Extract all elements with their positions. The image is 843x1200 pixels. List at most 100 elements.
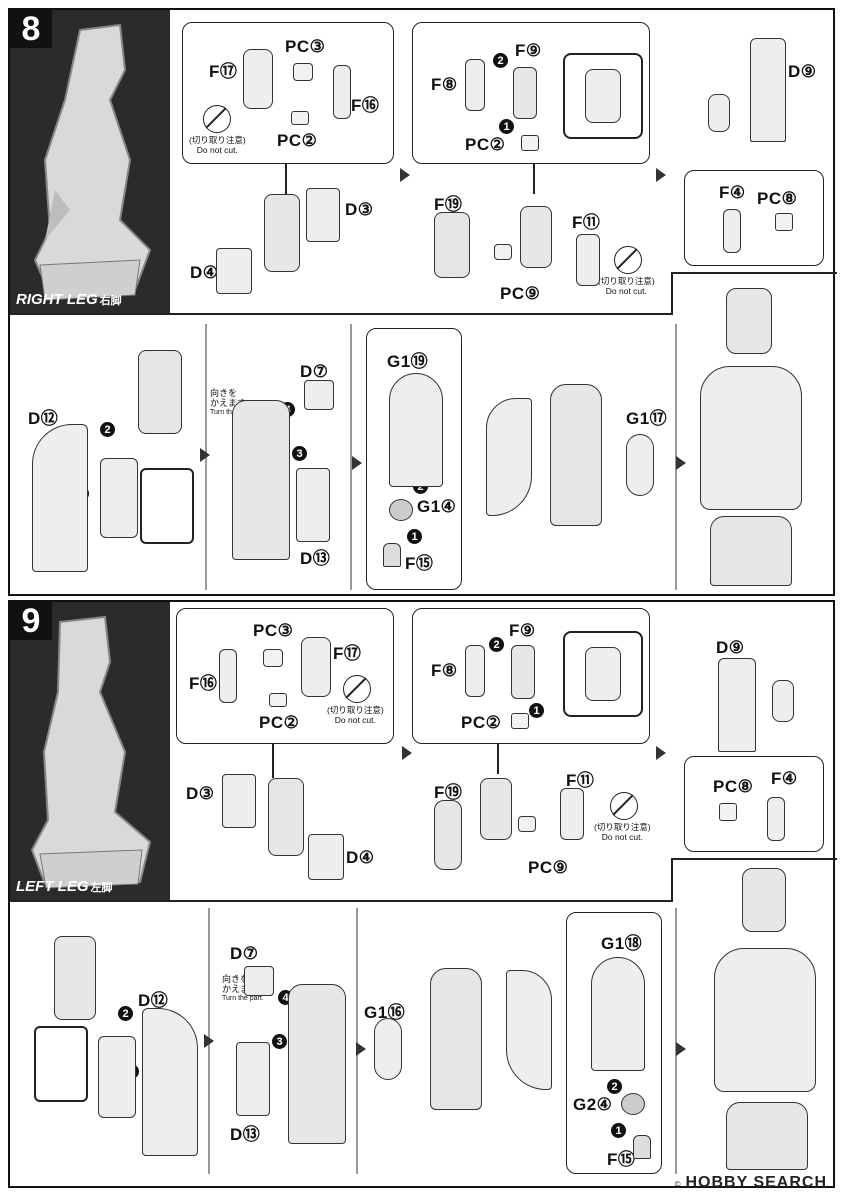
leg-label-ja: 左脚 — [90, 882, 113, 894]
part-label: F⑰ — [333, 644, 362, 663]
part-g24-shape — [621, 1093, 645, 1115]
part-label: G2④ — [573, 1095, 613, 1114]
no-cut-icon — [610, 792, 638, 820]
step-order-2: 2 — [607, 1079, 622, 1094]
flow-arrow-icon — [200, 448, 210, 462]
part-main-shape — [268, 778, 304, 856]
part-main-shape — [430, 968, 482, 1110]
part-label: G1⑰ — [626, 409, 668, 428]
step9-subassembly-panel-1: PC③ F⑰ F⑯ PC② (切り取り注意) Do not cut. — [176, 608, 394, 744]
step-order-1: 1 — [611, 1123, 626, 1138]
row-divider — [10, 900, 673, 902]
part-f9-shape — [513, 67, 537, 119]
part-f11-shape — [560, 788, 584, 840]
step9-subassembly-panel-2: F⑨ F⑧ PC② 2 1 — [412, 608, 650, 744]
part-f11-shape — [576, 234, 600, 286]
part-main-shape — [520, 206, 552, 268]
row-column-divider — [350, 324, 352, 590]
no-cut-note-ja: (切り取り注意) — [598, 276, 655, 286]
flow-arrow-icon — [402, 746, 412, 760]
part-pc3-shape — [293, 63, 313, 81]
detail-view-box — [140, 468, 194, 544]
part-main-shape — [264, 194, 300, 272]
detail-view-box — [563, 631, 643, 717]
part-joint-shape — [708, 94, 730, 132]
part-label: F⑯ — [351, 96, 380, 115]
part-label: F④ — [771, 769, 798, 788]
leg-label-ja: 右脚 — [99, 295, 122, 307]
part-label: F⑲ — [434, 195, 463, 214]
step9-g1-panel: G1⑱ G2④ F⑮ 2 1 — [566, 912, 662, 1174]
part-f16-shape — [333, 65, 351, 119]
part-pc9-shape — [494, 244, 512, 260]
step-order-2: 2 — [118, 1006, 133, 1021]
part-f4-shape — [767, 797, 785, 841]
part-d3-shape — [306, 188, 340, 242]
turn-part-note-ja: 向きを かえます。 — [210, 388, 255, 408]
part-label: PC② — [277, 131, 318, 150]
detail-view-box — [563, 53, 643, 139]
part-label: F⑪ — [566, 771, 595, 790]
step-order-2: 2 — [493, 53, 508, 68]
step8-subassembly-panel-2: F⑧ F⑨ PC② 2 1 — [412, 22, 650, 164]
part-pc2-shape — [291, 111, 309, 125]
part-pc8-shape — [775, 213, 793, 231]
part-g119-shape — [389, 373, 443, 487]
part-joint-shape — [98, 1036, 136, 1118]
part-label: PC② — [461, 713, 502, 732]
part-label: D⑨ — [716, 638, 745, 657]
part-f17-shape — [301, 637, 331, 697]
part-joint-shape — [100, 458, 138, 538]
part-pc2-shape — [269, 693, 287, 707]
part-label: D⑬ — [230, 1125, 261, 1144]
part-label: PC⑨ — [528, 858, 569, 877]
flow-arrow-icon — [204, 1034, 214, 1048]
part-assembly-shape — [138, 350, 182, 434]
part-side-shape — [506, 970, 552, 1090]
part-f8-shape — [465, 645, 485, 697]
row-column-divider — [356, 908, 358, 1174]
no-cut-note-ja: (切り取り注意) — [327, 705, 384, 715]
step-number: 8 — [10, 10, 52, 48]
connector-line — [285, 164, 287, 198]
part-f8-shape — [465, 59, 485, 111]
part-label: D⑦ — [300, 362, 329, 381]
step-order-3: 3 — [292, 446, 307, 461]
part-label: PC② — [259, 713, 300, 732]
step8-subassembly-panel-1: F⑰ PC③ F⑯ PC② (切り取り注意) Do not cut. — [182, 22, 394, 164]
part-main-shape — [288, 984, 346, 1144]
part-label: F⑯ — [189, 674, 218, 693]
flow-arrow-icon — [352, 456, 362, 470]
part-label: PC⑨ — [500, 284, 541, 303]
part-label: G1④ — [417, 497, 457, 516]
turn-part-note-en: Turn the part. — [210, 409, 252, 416]
part-f19-shape — [434, 212, 470, 278]
part-main-shape — [480, 778, 512, 840]
no-cut-note-ja: (切り取り注意) — [189, 135, 246, 145]
part-pc2-shape — [521, 135, 539, 151]
part-label: F⑧ — [431, 75, 458, 94]
no-cut-icon — [203, 105, 231, 133]
part-label: F⑲ — [434, 783, 463, 802]
part-label: PC② — [465, 135, 506, 154]
right-leg-image — [33, 23, 152, 301]
part-d13-shape — [236, 1042, 270, 1116]
step-order-2: 2 — [489, 637, 504, 652]
part-joint-shape — [772, 680, 794, 722]
part-label: D⑦ — [230, 944, 259, 963]
part-label: PC⑧ — [757, 189, 798, 208]
step8-g1-panel: G1⑲ G1④ F⑮ 2 1 — [366, 328, 462, 590]
flow-arrow-icon — [400, 168, 410, 182]
no-cut-note: (切り取り注意) Do not cut. — [594, 822, 651, 842]
leg-label-en: RIGHT LEG — [16, 291, 98, 308]
part-label: PC③ — [253, 621, 294, 640]
part-label: D⑨ — [788, 62, 817, 81]
part-d9-shape — [718, 658, 756, 752]
row-column-divider — [675, 324, 677, 590]
flow-arrow-icon — [356, 1042, 366, 1056]
part-pc8-shape — [719, 803, 737, 821]
